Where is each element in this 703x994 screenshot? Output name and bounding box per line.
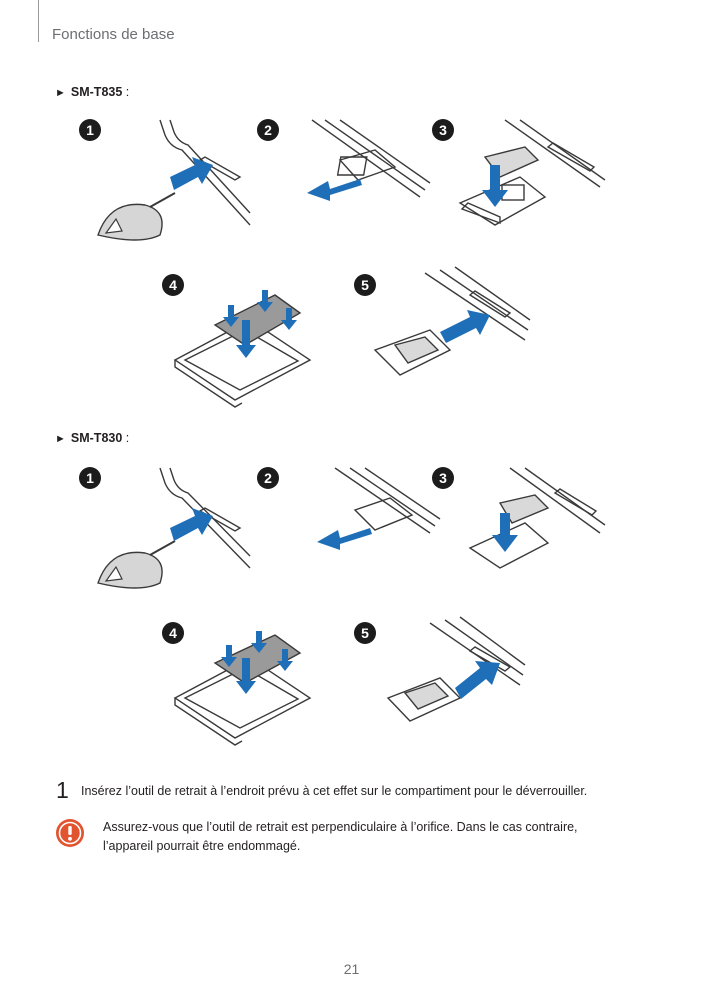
step-badge-1: 1	[86, 470, 94, 486]
caution-line-2: l’appareil pourrait être endommagé.	[103, 839, 301, 853]
sim-tray-illustration-sm-t835: 1 2 3 4 5	[79, 119, 606, 408]
step-badge-4: 4	[169, 277, 177, 293]
model-name: SM-T830	[70, 431, 123, 445]
header-rule	[38, 0, 39, 42]
caution-icon	[56, 819, 84, 847]
step-badges: 1 2 3 4 5	[79, 119, 454, 296]
model-label-sm-t830: ► SM-T830 :	[55, 431, 129, 445]
page-number: 21	[343, 961, 360, 977]
chapter-title: Fonctions de base	[52, 26, 175, 43]
step-badge-2: 2	[264, 122, 272, 138]
step-badge-5: 5	[361, 625, 369, 641]
step-badge-5: 5	[361, 277, 369, 293]
step-badge-2: 2	[264, 470, 272, 486]
model-colon: :	[122, 85, 130, 99]
sim-tray-illustration-sm-t830: 1 2 3 4 5	[79, 467, 606, 746]
model-label-sm-t835: ► SM-T835 :	[55, 85, 129, 99]
step-badge-3: 3	[439, 470, 447, 486]
model-colon: :	[122, 431, 130, 445]
triangle-marker-icon: ►	[55, 433, 66, 445]
model-name: SM-T835	[70, 85, 123, 99]
caution-line-1: Assurez-vous que l’outil de retrait est …	[103, 820, 578, 834]
instruction-step-text: Insérez l’outil de retrait à l’endroit p…	[81, 784, 588, 798]
step-badge-4: 4	[169, 625, 177, 641]
caution-note: Assurez-vous que l’outil de retrait est …	[103, 818, 643, 856]
step-badges: 1 2 3 4 5	[79, 467, 454, 644]
triangle-marker-icon: ►	[55, 87, 66, 99]
instruction-step-number: 1	[56, 777, 69, 803]
step-badge-1: 1	[86, 122, 94, 138]
step-badge-3: 3	[439, 122, 447, 138]
